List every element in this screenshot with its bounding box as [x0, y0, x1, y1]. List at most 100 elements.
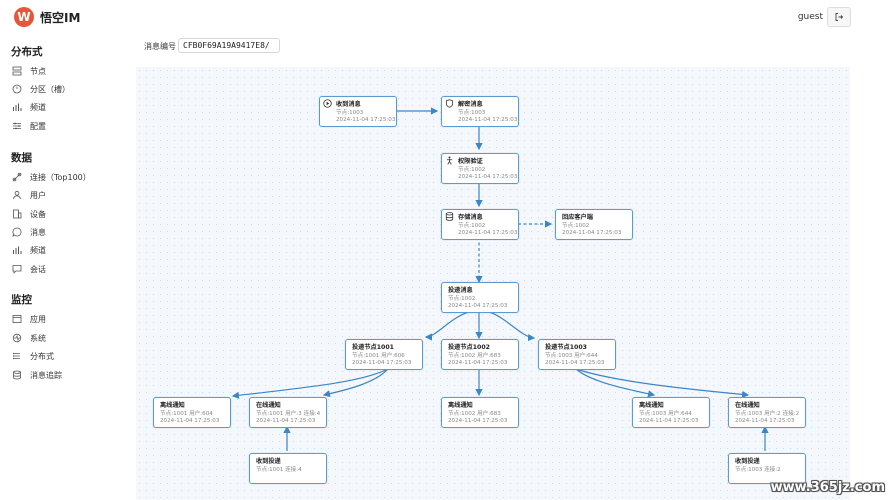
node-title: 权限验证	[458, 158, 483, 165]
sidebar-item-label: 连接（Top100）	[30, 172, 91, 182]
edge-dn1003-off1003	[575, 368, 656, 398]
network-icon	[11, 351, 22, 362]
flow-node-delivery-ack-1001[interactable]: 收到投递 节点:1001 连接:4	[249, 453, 327, 484]
logout-button[interactable]	[827, 7, 851, 27]
node-subtitle: 节点:1002	[562, 223, 590, 229]
server-icon	[11, 66, 22, 77]
node-subtitle: 节点:1001 用户:3 连接:4	[256, 411, 321, 417]
node-title: 离线通知	[448, 402, 473, 409]
node-title: 存储消息	[458, 214, 483, 221]
system-icon	[11, 333, 22, 344]
sidebar-item-devices[interactable]: 设备	[11, 206, 46, 222]
node-time: 2024-11-04 17:25:03	[448, 360, 508, 366]
sidebar-item-users[interactable]: 用户	[11, 187, 46, 203]
sidebar-item-label: 节点	[30, 66, 46, 76]
chat-icon	[11, 264, 22, 275]
sidebar-section-distributed: 分布式	[11, 46, 43, 58]
flow-edges	[231, 107, 769, 451]
flow-node-decrypt-message[interactable]: 解密消息 节点:1003 2024-11-04 17:25:03	[441, 96, 519, 127]
node-title: 收到投递	[735, 458, 760, 465]
flow-node-delivery-ack-1003[interactable]: 收到投递 节点:1003 连接:2	[728, 453, 806, 484]
node-time: 2024-11-04 17:25:03	[160, 418, 220, 424]
edge-dn1001-off1001	[231, 368, 389, 399]
node-time: 2024-11-04 17:25:03	[458, 230, 518, 236]
sidebar-item-connections[interactable]: 连接（Top100）	[11, 169, 91, 185]
node-subtitle: 节点:1003	[458, 110, 486, 116]
edge-deliver-dn1003	[488, 311, 536, 342]
sidebar-item-label: 用户	[30, 190, 46, 200]
node-time: 2024-11-04 17:25:03	[458, 174, 518, 180]
node-subtitle: 节点:1003 连接:2	[735, 467, 781, 473]
flow-node-deliver-node-1003[interactable]: 投递节点1003 节点:1003 用户:644 2024-11-04 17:25…	[538, 339, 616, 370]
sidebar-item-system[interactable]: 系统	[11, 330, 46, 346]
edge-dn1003-on1003	[575, 368, 750, 399]
link-icon	[11, 172, 22, 183]
trace-flow-canvas[interactable]: 收到消息 节点:1003 2024-11-04 17:25:03 解密消息 节点…	[136, 67, 850, 500]
flow-node-deliver-node-1002[interactable]: 投递节点1002 节点:1002 用户:683 2024-11-04 17:25…	[441, 339, 519, 370]
sidebar-item-config[interactable]: 配置	[11, 118, 46, 134]
node-subtitle: 节点:1002 用户:683	[448, 411, 501, 417]
flow-node-reply-client[interactable]: 回应客户端 节点:1002 2024-11-04 17:25:03	[555, 209, 633, 240]
sidebar-item-channels-data[interactable]: 频道	[11, 242, 46, 258]
clock-icon	[11, 84, 22, 95]
sidebar-item-label: 消息追踪	[30, 370, 62, 380]
flow-node-receive-message[interactable]: 收到消息 节点:1003 2024-11-04 17:25:03	[319, 96, 397, 127]
database-icon	[445, 212, 454, 221]
shield-icon	[445, 99, 454, 108]
node-time: 2024-11-04 17:25:03	[545, 360, 605, 366]
sidebar-item-label: 分布式	[30, 351, 54, 361]
app-name: 悟空IM	[40, 11, 81, 25]
person-icon	[446, 156, 453, 165]
node-subtitle: 节点:1002	[458, 167, 486, 173]
flow-node-online-notify-1001[interactable]: 在线通知 节点:1001 用户:3 连接:4 2024-11-04 17:25:…	[249, 397, 327, 428]
sliders-icon	[11, 121, 22, 132]
node-title: 在线通知	[256, 402, 281, 409]
main-content: 消息编号	[136, 36, 850, 500]
bar-chart-icon	[11, 245, 22, 256]
node-time: 2024-11-04 17:25:03	[562, 230, 622, 236]
sidebar-item-label: 频道	[30, 245, 46, 255]
sidebar-item-label: 消息	[30, 227, 46, 237]
message-icon	[11, 227, 22, 238]
play-icon	[323, 99, 332, 108]
node-subtitle: 节点:1002	[448, 296, 476, 302]
device-icon	[11, 209, 22, 220]
flow-node-store-message[interactable]: 存储消息 节点:1002 2024-11-04 17:25:03	[441, 209, 519, 240]
node-subtitle: 节点:1002 用户:683	[448, 353, 501, 359]
flow-node-online-notify-1003[interactable]: 在线通知 节点:1003 用户:2 连接:2 2024-11-04 17:25:…	[728, 397, 806, 428]
flow-node-deliver-message[interactable]: 投递消息 节点:1002 2024-11-04 17:25:03	[441, 282, 519, 313]
sidebar-item-label: 应用	[30, 314, 46, 324]
node-time: 2024-11-04 17:25:03	[352, 360, 412, 366]
flow-node-offline-notify-1002[interactable]: 离线通知 节点:1002 用户:683 2024-11-04 17:25:03	[441, 397, 519, 428]
node-title: 收到消息	[336, 101, 361, 108]
node-subtitle: 节点:1003	[336, 110, 364, 116]
watermark: www.365jz.com	[770, 480, 885, 495]
sidebar-item-message-trace[interactable]: 消息追踪	[11, 367, 62, 383]
sidebar-item-channels[interactable]: 频道	[11, 99, 46, 115]
bar-chart-icon	[11, 102, 22, 113]
sidebar-item-partitions[interactable]: 分区（槽）	[11, 81, 70, 97]
flow-node-permission-check[interactable]: 权限验证 节点:1002 2024-11-04 17:25:03	[441, 153, 519, 184]
app-logo[interactable]: W	[14, 7, 34, 27]
edge-deliver-dn1001	[424, 311, 470, 341]
flow-node-offline-notify-1001[interactable]: 离线通知 节点:1001 用户:604 2024-11-04 17:25:03	[153, 397, 231, 428]
message-id-input[interactable]	[178, 38, 280, 53]
sidebar-item-app[interactable]: 应用	[11, 311, 46, 327]
flow-node-deliver-node-1001[interactable]: 投递节点1001 节点:1001 用户:606 2024-11-04 17:25…	[345, 339, 423, 370]
top-bar: W 悟空IM guest	[0, 0, 891, 36]
sidebar-item-conversations[interactable]: 会话	[11, 261, 46, 277]
sidebar-item-label: 设备	[30, 209, 46, 219]
node-title: 收到投递	[256, 458, 281, 465]
flow-node-offline-notify-1003[interactable]: 离线通知 节点:1003 用户:644 2024-11-04 17:25:03	[632, 397, 710, 428]
sidebar-item-nodes[interactable]: 节点	[11, 63, 46, 79]
sidebar-item-distributed-monitor[interactable]: 分布式	[11, 348, 54, 364]
sidebar: 分布式 节点 分区（槽） 频道 配置 数据 连接（Top100） 用户 设备 消…	[0, 36, 130, 500]
node-title: 投递消息	[448, 287, 473, 294]
sidebar-item-label: 会话	[30, 264, 46, 274]
logout-icon	[835, 13, 844, 21]
sidebar-item-messages[interactable]: 消息	[11, 224, 46, 240]
app-icon	[11, 314, 22, 325]
node-subtitle: 节点:1003 用户:2 连接:2	[735, 411, 800, 417]
node-title: 离线通知	[639, 402, 664, 409]
node-title: 在线通知	[735, 402, 760, 409]
